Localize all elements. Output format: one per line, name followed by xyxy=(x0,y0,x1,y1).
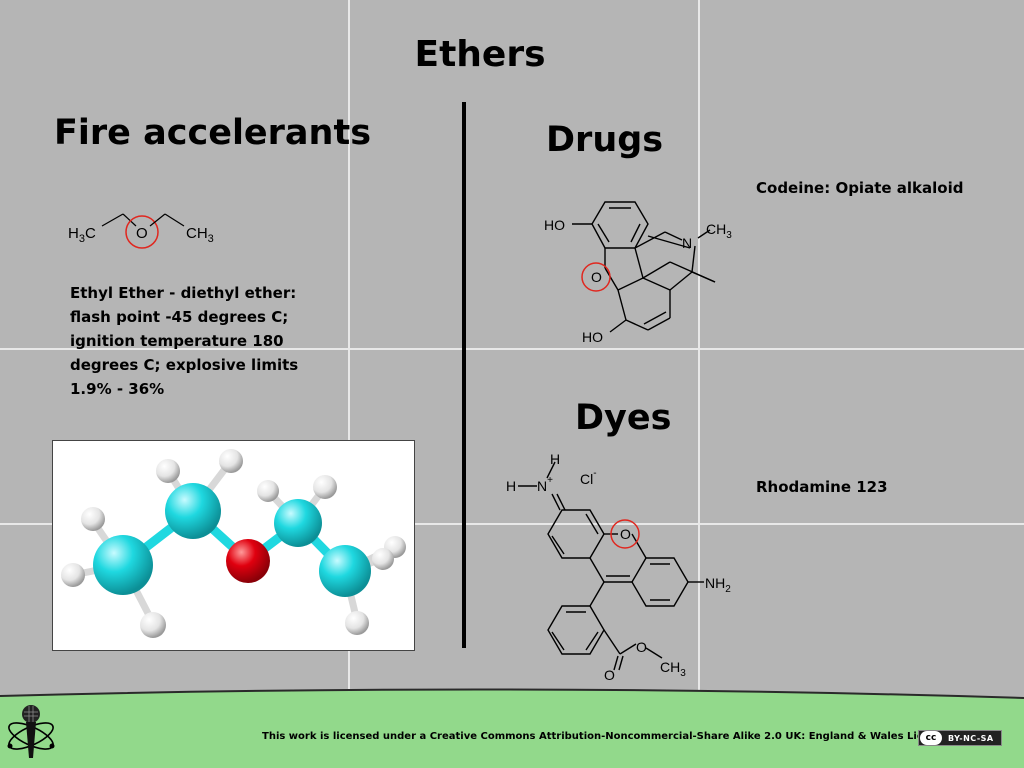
rhodamine-123-structure: H H N+ Cl- O NH2 O CH3 O xyxy=(506,451,731,683)
formula-right-ch3: CH3 xyxy=(186,225,214,245)
license-text: This work is licensed under a Creative C… xyxy=(262,731,950,742)
ether-description: Ethyl Ether - diethyl ether: flash point… xyxy=(70,284,299,398)
rhodamine-chloride: Cl- xyxy=(580,468,597,487)
footer-band xyxy=(0,688,1024,768)
codeine-caption: Codeine: Opiate alkaloid xyxy=(756,179,964,197)
codeine-oxygen: O xyxy=(591,269,602,285)
formula-left-h: H3C xyxy=(68,225,96,245)
codeine-ho-bottom: HO xyxy=(582,329,603,345)
formula-oxygen: O xyxy=(136,225,148,242)
rhodamine-h-left: H xyxy=(506,478,516,494)
codeine-oxygen-highlight xyxy=(581,262,611,292)
rhodamine-h-top: H xyxy=(550,451,560,467)
rhodamine-ester-oxygen: O xyxy=(636,639,647,655)
heading-drugs: Drugs xyxy=(546,120,664,160)
slide-title: Ethers xyxy=(414,34,546,75)
heading-dyes: Dyes xyxy=(575,398,672,438)
ball-and-stick-model xyxy=(52,440,415,651)
codeine-methyl: CH3 xyxy=(706,221,732,241)
rhodamine-carbonyl-oxygen: O xyxy=(604,667,615,683)
codeine-nitrogen: N xyxy=(682,235,692,251)
cc-license-terms: BY-NC-SA xyxy=(948,733,994,743)
microphone-atom-logo-icon xyxy=(7,705,55,758)
oxygen-highlight-circle xyxy=(125,215,159,249)
codeine-structure: HO O N CH3 HO xyxy=(544,201,732,345)
codeine-ho-top: HO xyxy=(544,217,565,233)
column-divider xyxy=(462,102,466,648)
diethyl-ether-structure: H3C O CH3 xyxy=(68,213,214,249)
ether-3d-model-drawing xyxy=(61,449,406,638)
creative-commons-badge[interactable]: cc BY-NC-SA xyxy=(918,730,1002,746)
rhodamine-caption: Rhodamine 123 xyxy=(756,478,888,496)
rhodamine-amine: NH2 xyxy=(705,575,731,595)
heading-fire-accelerants: Fire accelerants xyxy=(54,113,372,153)
rhodamine-oxygen: O xyxy=(620,526,631,542)
rhodamine-methyl: CH3 xyxy=(660,659,686,679)
rhodamine-oxygen-highlight xyxy=(610,519,640,549)
rhodamine-nitrogen: N+ xyxy=(537,475,553,494)
cc-logo-icon: cc xyxy=(920,731,942,745)
